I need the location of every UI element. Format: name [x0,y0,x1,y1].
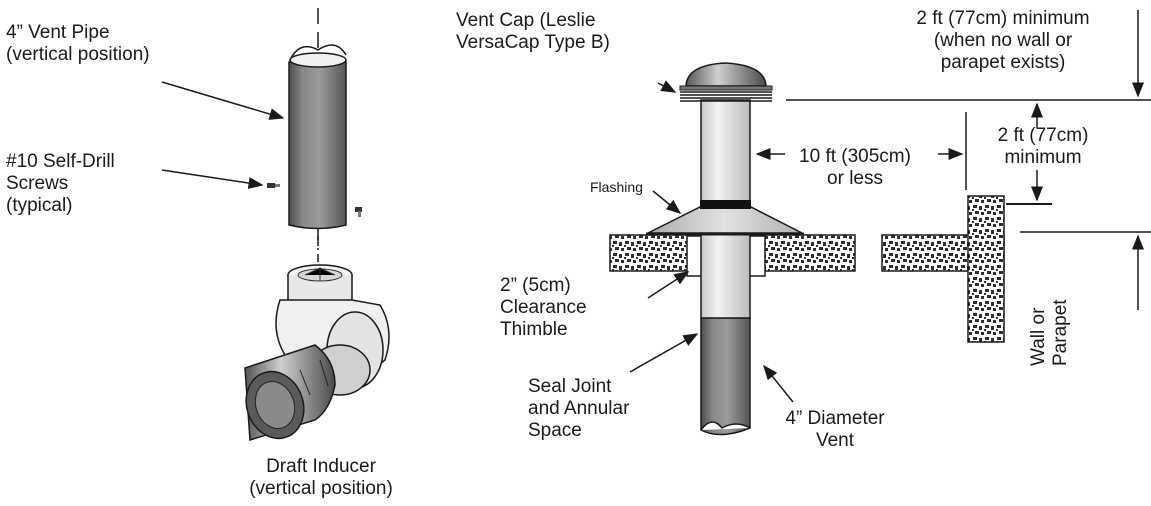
screws-label: #10 Self-Drill Screws (typical) [6,151,115,216]
flashing [647,206,803,234]
min-height-wall-label: 2 ft (77cm) minimum [997,125,1089,168]
draft-inducer-drawing [244,236,390,441]
draft-inducer-label: Draft Inducer (vertical position) [249,456,393,499]
wall-parapet-label: Wall or Parapet [1028,299,1071,366]
horizontal-distance-label: 10 ft (305cm) or less [799,146,911,189]
vent-pipe-label: 4” Vent Pipe (vertical position) [6,22,150,65]
seal-joint-label: Seal Joint and Annular Space [528,376,630,441]
screws-leader [161,169,264,189]
min-height-no-wall-label: 2 ft (77cm) minimum (when no wall or par… [916,8,1090,73]
flashing-label: Flashing [590,179,643,195]
storm-collar [700,200,751,209]
vent-diameter-label: 4” Diameter Vent [785,408,885,451]
lower-vent-pipe [700,317,751,436]
vent-pipe-assembly [267,8,362,250]
vent-pipe-leader [161,81,285,120]
screw-icon [267,183,280,188]
screw-icon [355,207,362,217]
clearance-thimble-label: 2” (5cm) Clearance Thimble [500,275,587,340]
vent-cap [679,62,773,102]
vent-cap-label: Vent Cap (Leslie VersaCap Type B) [456,10,610,53]
